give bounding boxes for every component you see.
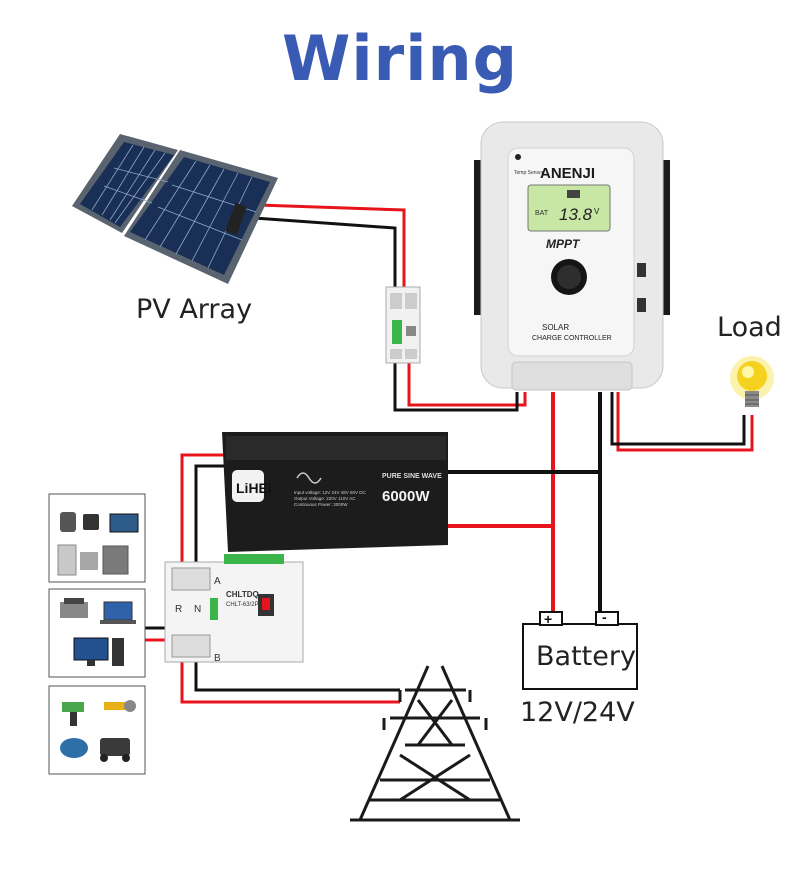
- controller-line2: CHARGE CONTROLLER: [532, 335, 612, 342]
- controller-type: MPPT: [546, 237, 581, 251]
- inverter-spec2: Output Voltage: 220V 110V AC: [294, 496, 356, 501]
- load-label: Load: [717, 312, 782, 343]
- battery-voltage-label: 12V/24V: [520, 697, 635, 728]
- solar-panel-icon: [72, 134, 278, 284]
- display-value: 13.8: [559, 205, 593, 224]
- ats-grid-red: [180, 650, 400, 704]
- inverter: LiHEi PURE SINE WAVE Input voltage: 12V …: [222, 432, 448, 552]
- inverter-brand: LiHEi: [236, 480, 272, 496]
- battery-minus: -: [602, 609, 607, 625]
- battery-icon: + -: [522, 609, 638, 690]
- controller-line1: SOLAR: [542, 323, 569, 332]
- charge-controller: Temp Sensor ANENJI BAT 13.8 V MPPT SOLAR…: [474, 121, 670, 391]
- pv-wire-black: [253, 216, 397, 292]
- display-unit: V: [594, 207, 600, 216]
- ats-model: CHLT-63/2P: [226, 602, 259, 608]
- ats-port-a: A: [214, 576, 221, 587]
- inverter-spec3: Continuous Power: 3000W: [294, 502, 348, 507]
- load-wire-red: [616, 392, 754, 452]
- ats-n: N: [194, 604, 201, 615]
- wires: [145, 203, 754, 704]
- pv-wire-red: [257, 203, 406, 292]
- battery-plus: +: [544, 611, 552, 627]
- battery-label: Battery: [536, 641, 636, 672]
- office-appliances-icon: [60, 598, 136, 666]
- power-pylon-icon: [350, 665, 520, 822]
- ats-r: R: [175, 604, 182, 615]
- pv-array-label: PV Array: [136, 294, 253, 325]
- temp-sensor-label: Temp Sensor: [514, 170, 544, 176]
- kitchen-appliances-icon: [57, 512, 139, 576]
- inverter-ats-black: [194, 464, 226, 580]
- inverter-ats-red: [180, 453, 226, 580]
- controller-brand: ANENJI: [540, 165, 595, 182]
- inverter-wave: PURE SINE WAVE: [382, 473, 442, 480]
- appliances: [48, 493, 146, 775]
- light-bulb-icon: [730, 356, 774, 407]
- circuit-breaker-icon: [385, 286, 421, 364]
- ats-port-b: B: [214, 653, 221, 664]
- ats-grid-black: [194, 650, 400, 692]
- power-tools-icon: [60, 700, 136, 762]
- breaker-controller-red: [407, 362, 527, 407]
- inverter-spec1: Input voltage: 12V 24V 48V 60V DC: [294, 490, 367, 495]
- breaker-controller-black: [393, 362, 519, 412]
- page-title: Wiring: [282, 22, 518, 95]
- display-bat: BAT: [535, 210, 549, 217]
- ats-brand: CHLTDQ: [226, 590, 259, 599]
- load-wire-black: [610, 392, 746, 446]
- transfer-switch: A B R N CHLTDQ CHLT-63/2P: [164, 554, 304, 664]
- inverter-power: 6000W: [382, 488, 430, 505]
